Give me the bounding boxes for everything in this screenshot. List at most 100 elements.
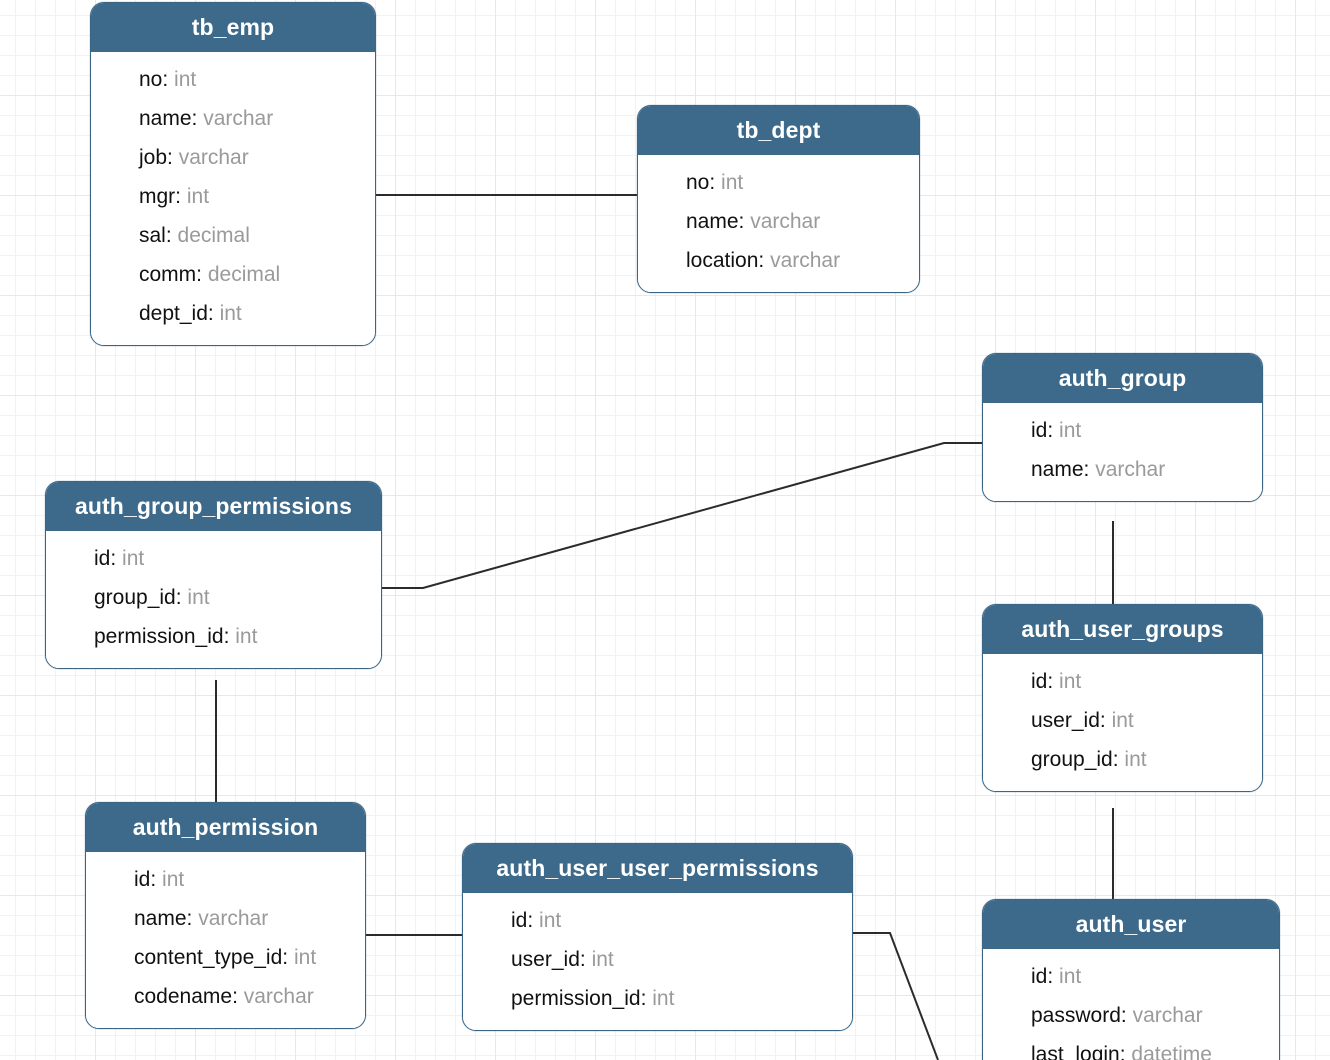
field-separator: : xyxy=(579,948,592,972)
entity-title-tb_emp: tb_emp xyxy=(91,3,375,53)
field-row[interactable]: name: varchar xyxy=(638,202,919,241)
field-type: varchar xyxy=(243,985,314,1009)
field-row[interactable]: location: varchar xyxy=(638,241,919,280)
field-type: decimal xyxy=(177,224,250,248)
field-name: password xyxy=(1031,1004,1121,1028)
field-type: int xyxy=(122,547,145,571)
field-type: varchar xyxy=(1132,1004,1203,1028)
field-name: no xyxy=(139,68,163,92)
field-row[interactable]: group_id: int xyxy=(46,578,381,617)
field-separator: : xyxy=(1112,748,1125,772)
field-row[interactable]: permission_id: int xyxy=(46,617,381,656)
field-type: int xyxy=(721,171,744,195)
field-row[interactable]: permission_id: int xyxy=(463,979,852,1018)
field-row[interactable]: name: varchar xyxy=(983,450,1262,489)
field-type: varchar xyxy=(178,146,249,170)
field-name: content_type_id xyxy=(134,946,283,970)
field-separator: : xyxy=(1120,1004,1133,1028)
field-row[interactable]: comm: decimal xyxy=(91,255,375,294)
field-row[interactable]: codename: varchar xyxy=(86,977,365,1016)
field-name: permission_id xyxy=(511,987,641,1011)
field-row[interactable]: user_id: int xyxy=(463,940,852,979)
field-type: datetime xyxy=(1131,1043,1212,1060)
field-name: no xyxy=(686,171,710,195)
entity-title-auth_permission: auth_permission xyxy=(86,803,365,853)
field-type: int xyxy=(1124,748,1147,772)
field-row[interactable]: id: int xyxy=(983,411,1262,450)
field-name: name xyxy=(1031,458,1084,482)
field-name: id xyxy=(94,547,111,571)
field-separator: : xyxy=(175,185,187,209)
field-row[interactable]: user_id: int xyxy=(983,701,1262,740)
field-name: sal xyxy=(139,224,166,248)
field-name: id xyxy=(1031,965,1048,989)
field-separator: : xyxy=(150,868,163,892)
field-separator: : xyxy=(1047,419,1060,443)
entity-title-tb_dept: tb_dept xyxy=(638,106,919,156)
field-row[interactable]: id: int xyxy=(983,957,1279,996)
field-separator: : xyxy=(738,210,751,234)
field-row[interactable]: dept_id: int xyxy=(91,294,375,333)
field-row[interactable]: password: varchar xyxy=(983,996,1279,1035)
field-row[interactable]: id: int xyxy=(86,860,365,899)
field-name: id xyxy=(511,909,528,933)
field-row[interactable]: no: int xyxy=(638,163,919,202)
field-name: mgr xyxy=(139,185,176,209)
field-separator: : xyxy=(282,946,294,970)
field-type: int xyxy=(293,946,317,970)
field-separator: : xyxy=(1047,965,1060,989)
field-row[interactable]: id: int xyxy=(983,662,1262,701)
field-separator: : xyxy=(191,107,204,131)
field-separator: : xyxy=(223,625,236,649)
field-row[interactable]: name: varchar xyxy=(86,899,365,938)
field-row[interactable]: id: int xyxy=(46,539,381,578)
field-separator: : xyxy=(1119,1043,1132,1060)
field-separator: : xyxy=(758,249,771,273)
field-row[interactable]: last_login: datetime xyxy=(983,1035,1279,1060)
field-type: int xyxy=(219,302,242,326)
field-separator: : xyxy=(165,224,178,248)
field-row[interactable]: id: int xyxy=(463,901,852,940)
field-type: varchar xyxy=(770,249,841,273)
field-separator: : xyxy=(186,907,199,931)
field-type: int xyxy=(1059,965,1082,989)
field-name: name xyxy=(686,210,739,234)
field-name: last_login xyxy=(1031,1043,1120,1060)
field-type: int xyxy=(591,948,614,972)
field-row[interactable]: content_type_id: int xyxy=(86,938,365,977)
field-row[interactable]: job: varchar xyxy=(91,138,375,177)
field-type: int xyxy=(1059,670,1082,694)
field-separator: : xyxy=(175,586,188,610)
field-name: id xyxy=(134,868,151,892)
field-type: int xyxy=(539,909,562,933)
field-type: int xyxy=(1059,419,1082,443)
field-type: int xyxy=(187,586,210,610)
field-row[interactable]: sal: decimal xyxy=(91,216,375,255)
field-name: user_id xyxy=(1031,709,1100,733)
field-type: int xyxy=(186,185,210,209)
field-name: id xyxy=(1031,670,1048,694)
field-row[interactable]: no: int xyxy=(91,60,375,99)
field-name: group_id xyxy=(1031,748,1113,772)
field-separator: : xyxy=(1083,458,1096,482)
field-row[interactable]: name: varchar xyxy=(91,99,375,138)
field-row[interactable]: group_id: int xyxy=(983,740,1262,779)
edge-groupperms-group xyxy=(382,442,982,589)
field-row[interactable]: mgr: int xyxy=(91,177,375,216)
field-name: id xyxy=(1031,419,1048,443)
